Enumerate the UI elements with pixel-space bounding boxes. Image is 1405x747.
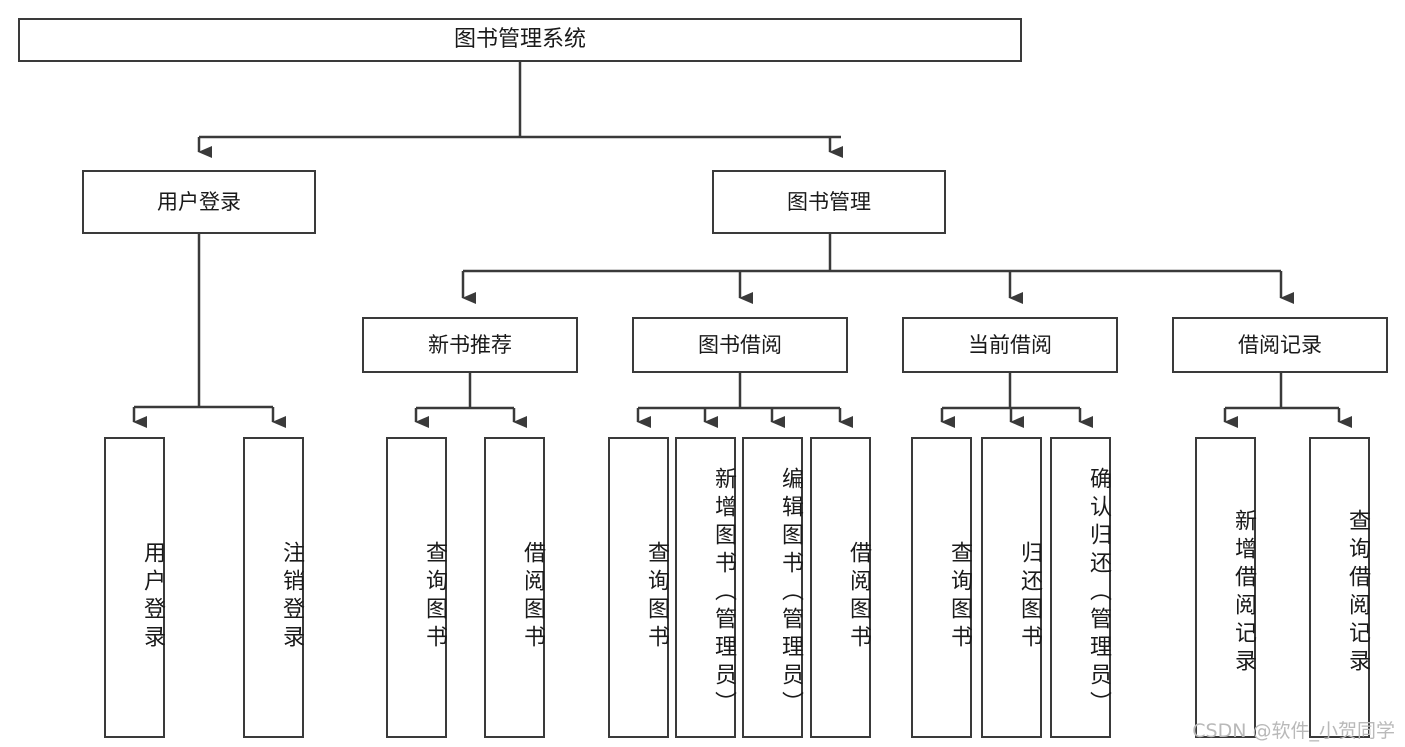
leaf-new-book-borrow-label: 借阅图书 — [520, 540, 545, 653]
leaf-current-borrow-query[interactable]: 查询图书 — [911, 437, 972, 738]
leaf-user-login-logout[interactable]: 注销登录 — [243, 437, 304, 738]
node-borrow-record-label: 借阅记录 — [1238, 332, 1322, 357]
leaf-user-login-login-label: 用户登录 — [140, 540, 165, 653]
leaf-book-borrow-edit[interactable]: 编辑图书（管理员） — [742, 437, 803, 738]
leaf-borrow-record-add-label: 新增借阅记录 — [1231, 508, 1256, 677]
leaf-user-login-logout-label: 注销登录 — [279, 540, 304, 653]
leaf-book-borrow-edit-label: 编辑图书（管理员） — [778, 466, 803, 719]
node-root[interactable]: 图书管理系统 — [18, 18, 1022, 62]
leaf-current-borrow-query-label: 查询图书 — [947, 540, 972, 653]
leaf-current-borrow-confirm-label: 确认归还（管理员） — [1086, 466, 1111, 719]
leaf-book-borrow-query[interactable]: 查询图书 — [608, 437, 669, 738]
leaf-new-book-borrow[interactable]: 借阅图书 — [484, 437, 545, 738]
leaf-current-borrow-confirm[interactable]: 确认归还（管理员） — [1050, 437, 1111, 738]
leaf-current-borrow-return-label: 归还图书 — [1017, 540, 1042, 653]
node-root-label: 图书管理系统 — [453, 27, 586, 52]
node-book-management-label: 图书管理 — [787, 189, 871, 214]
leaf-borrow-record-query[interactable]: 查询借阅记录 — [1309, 437, 1370, 738]
leaf-borrow-record-add[interactable]: 新增借阅记录 — [1195, 437, 1256, 738]
node-user-login-label: 用户登录 — [157, 189, 241, 214]
leaf-book-borrow-borrow-label: 借阅图书 — [846, 540, 871, 653]
leaf-user-login-login[interactable]: 用户登录 — [104, 437, 165, 738]
leaf-current-borrow-return[interactable]: 归还图书 — [981, 437, 1042, 738]
node-user-login[interactable]: 用户登录 — [82, 170, 316, 234]
leaf-book-borrow-borrow[interactable]: 借阅图书 — [810, 437, 871, 738]
node-new-book-recommend-label: 新书推荐 — [428, 332, 512, 357]
node-current-borrow-label: 当前借阅 — [968, 332, 1052, 357]
node-book-borrow[interactable]: 图书借阅 — [632, 317, 848, 373]
leaf-book-borrow-add-label: 新增图书（管理员） — [711, 466, 736, 719]
leaf-new-book-query-label: 查询图书 — [422, 540, 447, 653]
leaf-book-borrow-query-label: 查询图书 — [644, 540, 669, 653]
node-new-book-recommend[interactable]: 新书推荐 — [362, 317, 578, 373]
node-book-borrow-label: 图书借阅 — [698, 332, 782, 357]
leaf-book-borrow-add[interactable]: 新增图书（管理员） — [675, 437, 736, 738]
leaf-new-book-query[interactable]: 查询图书 — [386, 437, 447, 738]
node-borrow-record[interactable]: 借阅记录 — [1172, 317, 1388, 373]
leaf-borrow-record-query-label: 查询借阅记录 — [1345, 508, 1370, 677]
node-current-borrow[interactable]: 当前借阅 — [902, 317, 1118, 373]
node-book-management[interactable]: 图书管理 — [712, 170, 946, 234]
